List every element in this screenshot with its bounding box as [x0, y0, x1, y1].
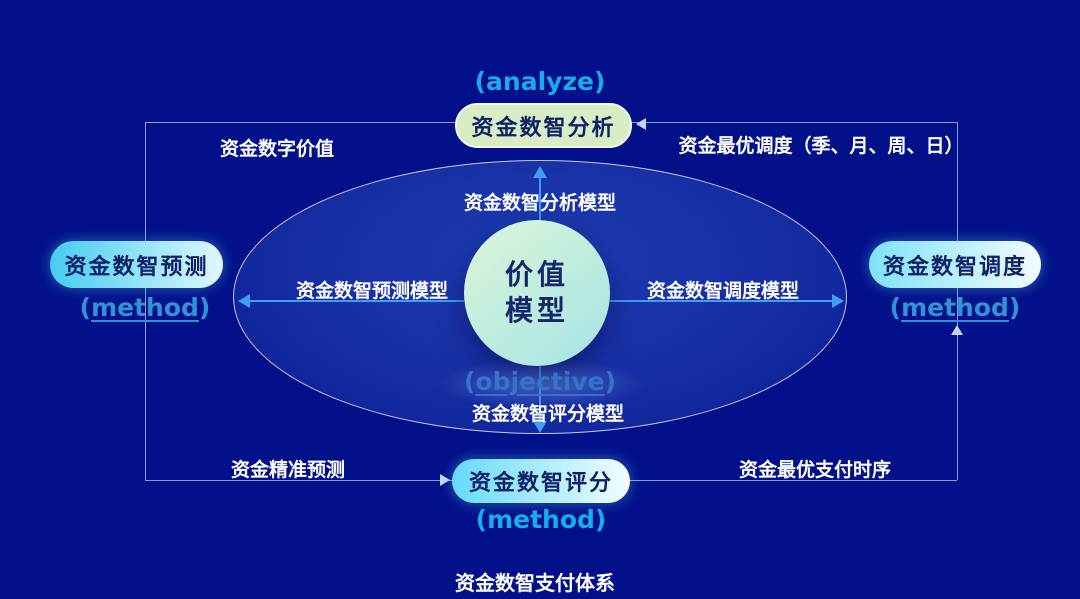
node-forecast: 资金数智预测 — [50, 241, 223, 288]
paren-open: ( — [79, 293, 92, 322]
model-label-analysis: 资金数智分析模型 — [463, 192, 617, 214]
node-scheduling-label: 资金数智调度 — [882, 254, 1027, 280]
annotation-method-right: (method) — [890, 293, 1021, 322]
edge-label-optimal-payment-timing: 资金最优支付时序 — [738, 459, 892, 481]
paren-open: ( — [463, 367, 476, 396]
connector-right-line — [957, 122, 958, 480]
value-model-line2: 模型 — [504, 294, 569, 327]
paren-close: ) — [1008, 293, 1021, 322]
arrow-right-line — [610, 300, 833, 302]
value-model-circle: 价值 模型 — [464, 220, 610, 366]
arrow-into-right-node-icon — [951, 325, 963, 335]
circle-glow — [436, 358, 646, 410]
paren-open: ( — [889, 293, 902, 322]
arrow-down-icon — [533, 421, 547, 433]
model-label-forecast: 资金数智预测模型 — [295, 280, 449, 302]
node-forecast-label: 资金数智预测 — [64, 254, 209, 280]
annotation-method-bottom: (method) — [475, 505, 607, 534]
arrow-into-top-node-icon — [636, 118, 646, 130]
footer-title: 资金数智支付体系 — [455, 571, 615, 595]
node-analysis-label: 资金数智分析 — [471, 115, 616, 141]
value-model-line1: 价值 — [504, 257, 569, 291]
objective-word: objective — [475, 367, 605, 396]
connector-left-line — [145, 122, 146, 480]
arrow-into-bottom-node-icon — [440, 474, 450, 486]
model-label-scoring: 资金数智评分模型 — [471, 403, 625, 425]
node-scoring: 资金数智评分 — [452, 459, 630, 503]
arrow-right-icon — [832, 294, 844, 308]
arrow-left-icon — [238, 294, 250, 308]
paren-close: ) — [198, 293, 211, 322]
annotation-method-left: (method) — [80, 293, 211, 322]
arrow-left-line — [249, 300, 464, 302]
node-analysis: 资金数智分析 — [455, 103, 632, 148]
model-label-scheduling: 资金数智调度模型 — [646, 280, 800, 302]
arrow-up-icon — [533, 166, 547, 178]
arrow-down-line — [539, 366, 541, 422]
edge-label-digital-value: 资金数字价值 — [219, 138, 335, 160]
node-scheduling: 资金数智调度 — [869, 241, 1041, 288]
annotation-analyze: (analyze) — [474, 67, 606, 96]
method-word: method — [91, 293, 199, 322]
arrow-up-line — [539, 177, 541, 223]
edge-label-optimal-scheduling: 资金最优调度（季、月、周、日） — [678, 135, 964, 157]
paren-close: ) — [604, 367, 617, 396]
node-scoring-label: 资金数智评分 — [468, 471, 613, 496]
method-word: method — [901, 293, 1009, 322]
edge-label-accurate-forecast: 资金精准预测 — [230, 459, 346, 481]
annotation-objective: (objective) — [464, 367, 616, 396]
